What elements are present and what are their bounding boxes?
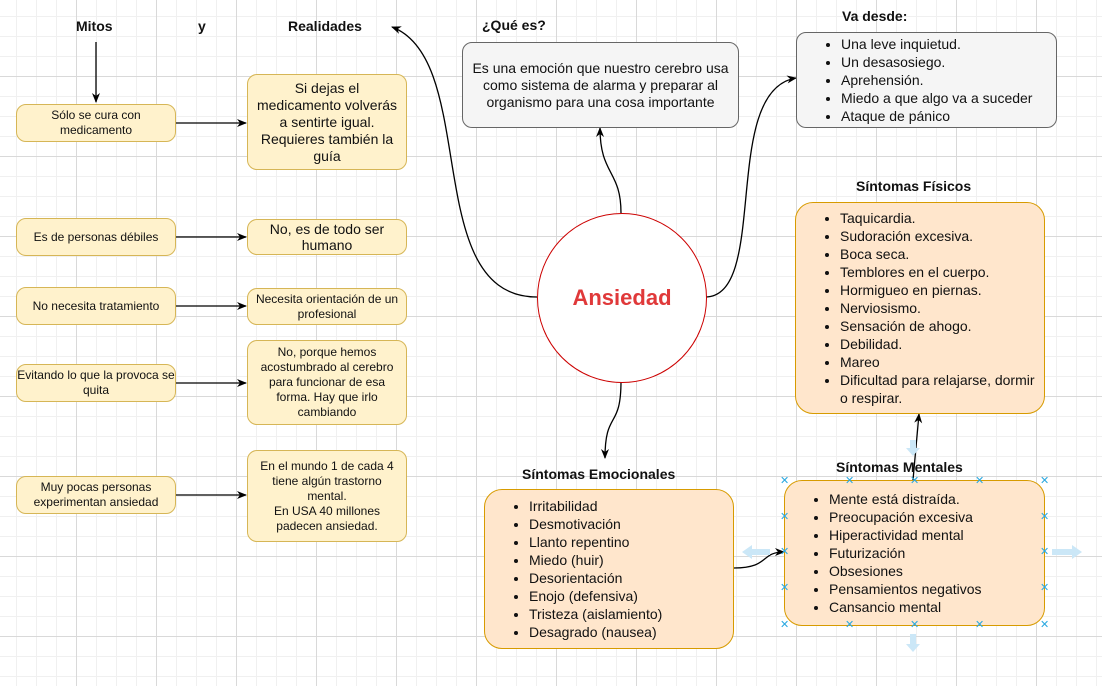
emocional-item: Enojo (defensiva) bbox=[529, 587, 662, 605]
reality-text: En el mundo 1 de cada 4 tiene algún tras… bbox=[260, 458, 394, 533]
selection-handle-icon[interactable]: ✕ bbox=[780, 511, 790, 523]
fisico-item: Hormigueo en piernas. bbox=[840, 281, 1044, 299]
mental-item: Hiperactividad mental bbox=[829, 526, 982, 544]
va-desde-item: Ataque de pánico bbox=[841, 107, 1032, 125]
reality-text: No, es de todo ser humano bbox=[269, 221, 385, 253]
header-que-es: ¿Qué es? bbox=[482, 17, 546, 33]
selection-handle-icon[interactable]: ✕ bbox=[1040, 582, 1050, 594]
myth-text: Sólo se cura con medicamento bbox=[51, 108, 141, 137]
selection-handle-icon[interactable]: ✕ bbox=[975, 619, 985, 631]
emocional-item: Desmotivación bbox=[529, 515, 662, 533]
myth-box[interactable]: Evitando lo que la provoca se quita bbox=[16, 364, 176, 402]
header-y: y bbox=[198, 18, 206, 34]
myth-box[interactable]: No necesita tratamiento bbox=[16, 287, 176, 325]
myth-box[interactable]: Es de personas débiles bbox=[16, 218, 176, 256]
fisico-item: Sudoración excesiva. bbox=[840, 227, 1044, 245]
fisico-item: Debilidad. bbox=[840, 335, 1044, 353]
myth-box[interactable]: Muy pocas personas experimentan ansiedad bbox=[16, 476, 176, 514]
mental-item: Futurización bbox=[829, 544, 982, 562]
myth-box[interactable]: Sólo se cura con medicamento bbox=[16, 104, 176, 142]
arrow-realidades bbox=[391, 26, 538, 298]
selection-handle-icon[interactable]: ✕ bbox=[1040, 475, 1050, 487]
selection-handle-icon[interactable]: ✕ bbox=[1040, 511, 1050, 523]
emocional-item: Desagrado (nausea) bbox=[529, 623, 662, 641]
center-label: Ansiedad bbox=[572, 285, 672, 310]
va-desde-item: Aprehensión. bbox=[841, 71, 1032, 89]
reality-box[interactable]: Si dejas el medicamento volverás a senti… bbox=[247, 74, 407, 170]
selection-handle-icon[interactable]: ✕ bbox=[1040, 546, 1050, 558]
emocional-item: Desorientación bbox=[529, 569, 662, 587]
myth-text: Es de personas débiles bbox=[33, 229, 159, 244]
fisico-item: Taquicardia. bbox=[840, 209, 1044, 227]
fisico-item: Temblores en el cuerpo. bbox=[840, 263, 1044, 281]
myth-text: No necesita tratamiento bbox=[32, 298, 160, 313]
selection-handle-icon[interactable]: ✕ bbox=[910, 475, 920, 487]
selection-handle-icon[interactable]: ✕ bbox=[910, 619, 920, 631]
selection-handle-icon[interactable]: ✕ bbox=[780, 475, 790, 487]
reality-text: Si dejas el medicamento volverás a senti… bbox=[256, 79, 398, 164]
arrow-que-es bbox=[596, 127, 622, 214]
reality-box[interactable]: No, es de todo ser humano bbox=[247, 219, 407, 255]
arrow-emocionales bbox=[601, 380, 622, 459]
fisico-item: Sensación de ahogo. bbox=[840, 317, 1044, 335]
mental-item: Preocupación excesiva bbox=[829, 508, 982, 526]
selection-handle-icon[interactable]: ✕ bbox=[975, 475, 985, 487]
header-sintomas-emocionales: Síntomas Emocionales bbox=[522, 466, 676, 482]
reality-text: Necesita orientación de un profesional bbox=[255, 291, 399, 321]
center-node[interactable]: Ansiedad bbox=[537, 213, 707, 383]
fisico-item: Nerviosismo. bbox=[840, 299, 1044, 317]
header-realidades: Realidades bbox=[288, 18, 362, 34]
sintomas-mentales-box[interactable]: Mente está distraída. Preocupación exces… bbox=[784, 480, 1045, 626]
resize-arrows bbox=[742, 440, 1082, 652]
header-sintomas-fisicos: Síntomas Físicos bbox=[856, 178, 972, 194]
header-sintomas-mentales: Síntomas Mentales bbox=[836, 459, 963, 475]
arrow-va-desde bbox=[704, 75, 797, 298]
mental-item: Cansancio mental bbox=[829, 598, 982, 616]
sintomas-fisicos-box[interactable]: Taquicardia. Sudoración excesiva. Boca s… bbox=[795, 202, 1045, 414]
va-desde-item: Una leve inquietud. bbox=[841, 35, 1032, 53]
myth-text: Muy pocas personas experimentan ansiedad bbox=[33, 480, 159, 509]
emocional-item: Tristeza (aislamiento) bbox=[529, 605, 662, 623]
va-desde-item: Miedo a que algo va a suceder bbox=[841, 89, 1032, 107]
selection-handle-icon[interactable]: ✕ bbox=[780, 546, 790, 558]
header-mitos: Mitos bbox=[76, 18, 113, 34]
sintomas-emocionales-box[interactable]: Irritabilidad Desmotivación Llanto repen… bbox=[484, 489, 734, 649]
selection-handle-icon[interactable]: ✕ bbox=[845, 475, 855, 487]
reality-text: No, porque hemos acostumbrado al cerebro… bbox=[260, 345, 394, 419]
emocional-item: Miedo (huir) bbox=[529, 551, 662, 569]
que-es-text: Es una emoción que nuestro cerebro usa c… bbox=[472, 59, 729, 110]
selection-handle-icon[interactable]: ✕ bbox=[1040, 619, 1050, 631]
reality-box[interactable]: No, porque hemos acostumbrado al cerebro… bbox=[247, 340, 407, 425]
reality-box[interactable]: En el mundo 1 de cada 4 tiene algún tras… bbox=[247, 450, 407, 542]
mental-item: Pensamientos negativos bbox=[829, 580, 982, 598]
fisico-item: Boca seca. bbox=[840, 245, 1044, 263]
fisico-item: Mareo bbox=[840, 353, 1044, 371]
selection-handle-icon[interactable]: ✕ bbox=[780, 619, 790, 631]
emocional-item: Llanto repentino bbox=[529, 533, 662, 551]
va-desde-box[interactable]: Una leve inquietud. Un desasosiego. Apre… bbox=[796, 32, 1057, 128]
mental-item: Obsesiones bbox=[829, 562, 982, 580]
reality-box[interactable]: Necesita orientación de un profesional bbox=[247, 288, 407, 325]
myth-text: Evitando lo que la provoca se quita bbox=[17, 368, 175, 397]
mental-item: Mente está distraída. bbox=[829, 490, 982, 508]
arrow-mentales bbox=[733, 548, 785, 569]
selection-handle-icon[interactable]: ✕ bbox=[780, 582, 790, 594]
emocional-item: Irritabilidad bbox=[529, 497, 662, 515]
header-va-desde: Va desde: bbox=[842, 8, 908, 24]
selection-handle-icon[interactable]: ✕ bbox=[845, 619, 855, 631]
que-es-box[interactable]: Es una emoción que nuestro cerebro usa c… bbox=[462, 42, 739, 128]
va-desde-item: Un desasosiego. bbox=[841, 53, 1032, 71]
fisico-item: Dificultad para relajarse, dormir o resp… bbox=[840, 371, 1044, 407]
